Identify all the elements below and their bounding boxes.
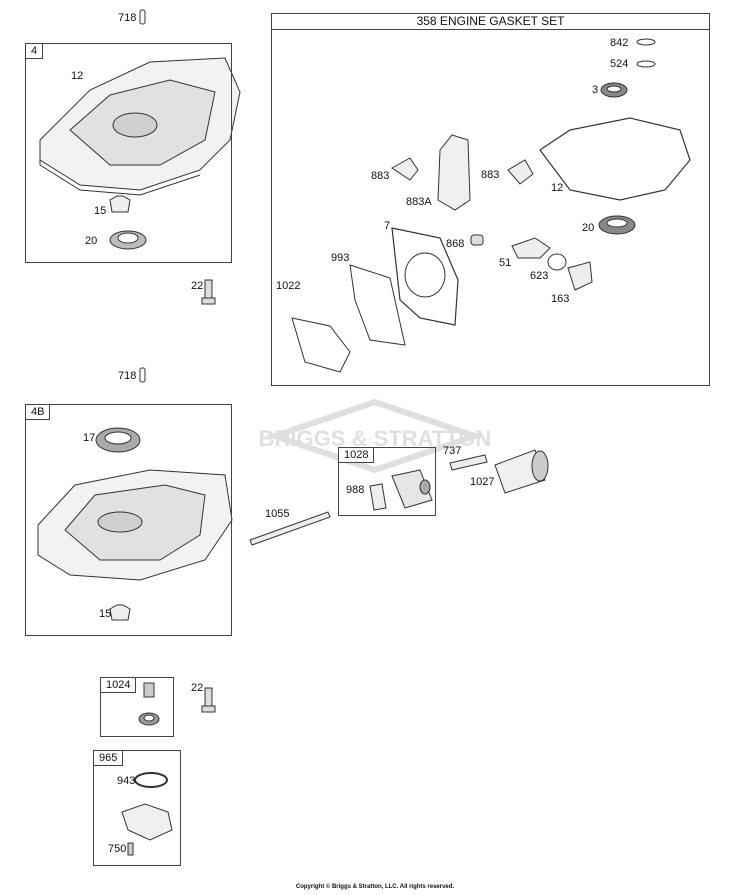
kit-1024-tag: 1024 xyxy=(101,678,137,693)
bolt-22-bottom xyxy=(201,687,216,713)
bolt-22-top xyxy=(201,279,216,305)
seal-20-set xyxy=(598,215,636,235)
gasket-1022 xyxy=(291,317,351,373)
label-1055: 1055 xyxy=(265,508,290,520)
kit-1028-box: 1028 xyxy=(338,447,436,516)
kit-1024-box: 1024 xyxy=(100,677,174,737)
label-883-right: 883 xyxy=(481,169,500,181)
pin-718-top xyxy=(139,9,146,25)
label-51: 51 xyxy=(499,257,512,269)
label-20-top: 20 xyxy=(85,235,98,247)
label-750: 750 xyxy=(108,843,127,855)
label-737: 737 xyxy=(443,445,462,457)
kit-1028-tag: 1028 xyxy=(339,448,375,463)
label-3: 3 xyxy=(592,84,599,96)
seal-20-top xyxy=(109,230,147,250)
seal-17 xyxy=(95,427,141,453)
label-22-bottom: 22 xyxy=(191,682,204,694)
kit-965-tag: 965 xyxy=(94,751,124,766)
label-883-left: 883 xyxy=(371,170,390,182)
label-163: 163 xyxy=(551,293,570,305)
seal-524 xyxy=(636,60,656,68)
seal-623 xyxy=(547,253,567,271)
label-842: 842 xyxy=(610,37,629,49)
label-20-set: 20 xyxy=(582,222,595,234)
bushing-15-top xyxy=(109,195,131,213)
bolt-737 xyxy=(449,454,488,471)
gasket-883-right xyxy=(507,159,534,185)
plate-883A xyxy=(437,134,471,211)
filter-adapter-1028 xyxy=(391,469,433,509)
label-623: 623 xyxy=(530,270,549,282)
engine-gasket-set-box: 358 ENGINE GASKET SET xyxy=(271,13,710,386)
gasket-988 xyxy=(369,483,387,511)
pin-718-mid xyxy=(139,367,146,383)
label-15-top: 15 xyxy=(94,205,107,217)
label-7: 7 xyxy=(384,220,391,232)
label-12-set: 12 xyxy=(551,182,564,194)
engine-gasket-set-title: 358 ENGINE GASKET SET xyxy=(272,14,709,30)
label-883A: 883A xyxy=(406,196,432,208)
label-17: 17 xyxy=(83,432,96,444)
label-868: 868 xyxy=(446,238,465,250)
kit-4-tag: 4 xyxy=(26,44,44,59)
svg-text:BRIGGS & STRATTON: BRIGGS & STRATTON xyxy=(259,426,492,451)
plug-868 xyxy=(470,234,484,246)
bushing-15-bottom xyxy=(109,604,131,621)
kit-1024-parts xyxy=(138,682,160,726)
copyright-notice: Copyright © Briggs & Stratton, LLC. All … xyxy=(295,884,455,890)
label-718-mid: 718 xyxy=(118,370,137,382)
oil-filter-1027 xyxy=(494,449,549,494)
crankcase-4B xyxy=(37,469,233,581)
seal-3 xyxy=(600,82,628,98)
label-1022: 1022 xyxy=(276,280,301,292)
seal-842 xyxy=(636,38,656,46)
kit-965-box: 965 xyxy=(93,750,181,866)
label-524: 524 xyxy=(610,58,629,70)
label-12-top: 12 xyxy=(71,70,84,82)
cover-965 xyxy=(121,803,173,841)
gasket-163 xyxy=(567,261,593,291)
gasket-7-head xyxy=(391,227,459,326)
label-718-top: 718 xyxy=(118,12,137,24)
gasket-883-left xyxy=(391,157,419,181)
kit-4b-box: 4B xyxy=(25,404,232,636)
label-943: 943 xyxy=(117,775,136,787)
gasket-943 xyxy=(134,772,168,788)
label-993: 993 xyxy=(331,252,350,264)
screw-750 xyxy=(127,842,134,856)
label-15-bottom: 15 xyxy=(99,608,112,620)
label-1027: 1027 xyxy=(470,476,495,488)
gasket-993 xyxy=(349,264,406,346)
gasket-12-set xyxy=(539,117,691,201)
gasket-51 xyxy=(511,237,551,259)
tube-1055 xyxy=(249,511,331,546)
label-988: 988 xyxy=(346,484,365,496)
kit-4b-tag: 4B xyxy=(26,405,51,420)
label-22-top: 22 xyxy=(191,280,204,292)
kit-4-box: 4 xyxy=(25,43,232,263)
crankcase-cover-4 xyxy=(39,57,241,196)
